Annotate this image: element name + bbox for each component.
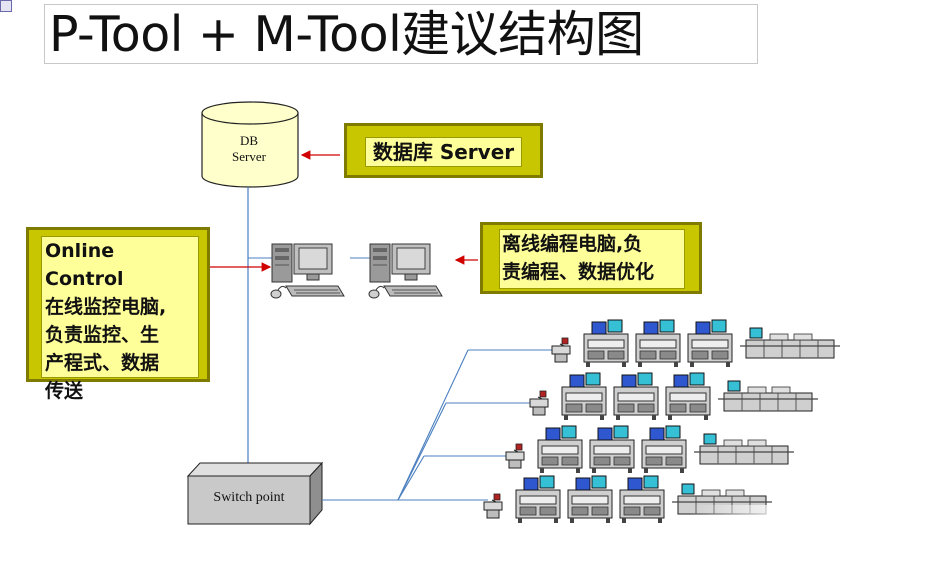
- db-server-label-line2: Server: [232, 149, 266, 164]
- reflow-oven-icon: [739, 327, 841, 359]
- smt-machine-icon: [567, 475, 613, 524]
- online-callout-inner: Online Control 在线监控电脑, 负责监控、生 产程式、数据 传送: [41, 236, 199, 402]
- online-control-pc-icon: [270, 243, 345, 299]
- reflow-oven-icon: [693, 433, 795, 465]
- smt-machine-icon: [515, 475, 561, 524]
- switch-point-box: [186, 461, 324, 526]
- offline-programming-pc-icon: [368, 243, 443, 299]
- offline-callout-line1: 离线编程电脑,负: [502, 233, 643, 255]
- db-callout-text: 数据库 Server: [372, 140, 515, 164]
- db-server-cylinder: [201, 101, 299, 188]
- page-title: P-Tool + M-Tool建议结构图: [49, 6, 644, 63]
- smt-machine-icon: [613, 372, 659, 421]
- smt-machine-icon: [589, 425, 635, 474]
- title-box: P-Tool + M-Tool建议结构图: [44, 4, 758, 64]
- online-callout-line3: 负责监控、生: [45, 324, 160, 346]
- online-callout-line5: 传送: [45, 380, 84, 402]
- smt-machine-icon: [641, 425, 687, 474]
- smt-machine-icon: [561, 372, 607, 421]
- db-server-label: DB Server: [222, 133, 276, 165]
- production-line-3: [505, 425, 795, 474]
- smt-machine-icon: [635, 319, 681, 368]
- online-callout-line1: Online Control: [45, 240, 124, 290]
- online-callout-line2: 在线监控电脑,: [45, 296, 167, 318]
- production-line-2: [529, 372, 819, 421]
- db-callout-inner: 数据库 Server: [365, 137, 522, 167]
- reflow-oven-icon: [717, 380, 819, 412]
- switch-point-label: Switch point: [213, 490, 285, 505]
- offline-callout-box: 离线编程电脑,负 责编程、数据优化: [480, 222, 702, 294]
- db-server-label-line1: DB: [239, 133, 259, 148]
- online-callout-box: Online Control 在线监控电脑, 负责监控、生 产程式、数据 传送: [26, 227, 210, 402]
- offline-callout-inner: 离线编程电脑,负 责编程、数据优化: [499, 229, 685, 289]
- smt-machine-icon: [619, 475, 665, 524]
- bottom-right-fade: [690, 505, 935, 583]
- smt-machine-icon: [665, 372, 711, 421]
- db-callout-box: 数据库 Server: [344, 123, 543, 178]
- online-callout-line4: 产程式、数据: [45, 352, 160, 374]
- smt-machine-icon: [583, 319, 629, 368]
- production-line-1: [551, 319, 841, 368]
- offline-callout-line2: 责编程、数据优化: [502, 261, 655, 283]
- smt-machine-icon: [537, 425, 583, 474]
- network-tree: [322, 349, 560, 501]
- slide-corner-icon: [0, 0, 12, 12]
- smt-machine-icon: [687, 319, 733, 368]
